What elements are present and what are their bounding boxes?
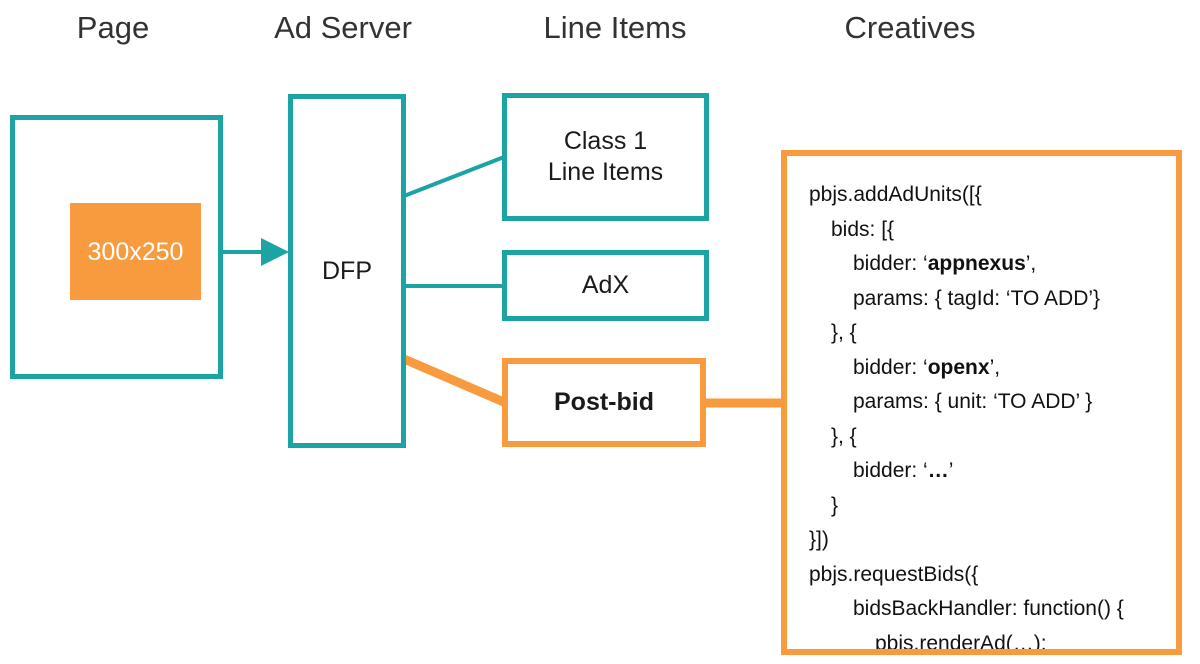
ad-slot-label: 300x250 [87,237,184,266]
code-line: pbjs.requestBids({ [809,562,979,586]
class1-line-items-label: Class 1 Line Items [547,127,664,186]
dfp-box[interactable]: DFP [288,94,406,448]
connector-dfp-to-postbid [402,354,508,408]
post-bid-box[interactable]: Post-bid [502,358,706,447]
class1-line-items-box[interactable]: Class 1 Line Items [502,93,709,221]
column-header-page: Page [76,10,150,45]
adx-box[interactable]: AdX [502,250,709,321]
column-header-ad-server: Ad Server [274,10,412,45]
code-line: }, { [831,321,857,344]
code-bidder-name: appnexus [927,252,1026,275]
code-line: params: { tagId: ‘TO ADD’} [853,286,1101,310]
code-line: bidder: ‘…’ [853,459,954,482]
column-header-creatives: Creatives [844,10,976,45]
code-line-list: pbjs.addAdUnits([{ bids: [{ bidder: ‘appne… [787,156,1176,655]
code-bidder-name: … [927,459,949,482]
code-bidder-name: openx [927,355,990,379]
code-line: bids: [{ [831,217,895,241]
ad-slot-300x250[interactable]: 300x250 [70,203,201,300]
code-line: params: { unit: ‘TO ADD’ } [853,390,1093,413]
code-line: } [831,493,839,517]
post-bid-label: Post-bid [554,388,654,416]
connector-dfp-to-class1 [403,155,505,198]
code-line: bidder: ‘appnexus’, [853,252,1037,275]
code-line: }, { [831,424,857,448]
dfp-label: DFP [322,256,372,285]
code-line: pbjs.renderAd(…); [875,631,1047,655]
code-line: bidsBackHandler: function() { [853,597,1124,620]
code-line: pbjs.addAdUnits([{ [809,183,982,206]
code-line: }]) [809,528,829,551]
code-line: bidder: ‘openx’, [853,355,1001,379]
adx-label: AdX [581,271,630,299]
column-header-line-items: Line Items [543,10,687,45]
creative-code-block[interactable]: pbjs.addAdUnits([{ bids: [{ bidder: ‘appne… [781,150,1182,655]
